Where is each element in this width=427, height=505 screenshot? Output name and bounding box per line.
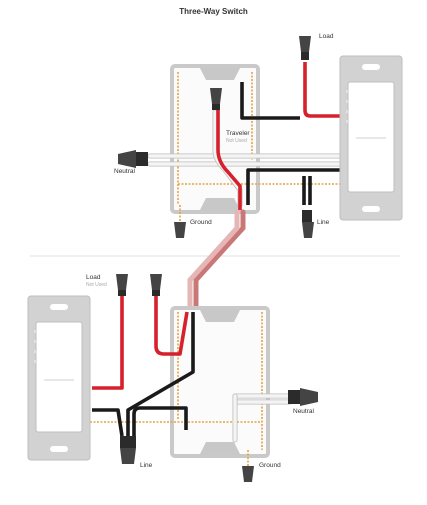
- bottom-wire-nuts: [116, 274, 318, 482]
- top-neutral-wires: [147, 109, 343, 208]
- top-black-wires: [240, 82, 342, 205]
- load-wire-nut-bottom: [116, 274, 128, 290]
- bottom-line-label: Line: [140, 462, 153, 469]
- line-wire-nut-bottom: [120, 448, 136, 464]
- bottom-switch: [27, 295, 91, 461]
- bottom-ground-label: Ground: [259, 462, 281, 469]
- top-red-wires: [216, 62, 342, 210]
- top-line-label: Line: [317, 219, 330, 226]
- bottom-load-note: Not Used: [86, 282, 107, 288]
- top-ground-wires: [177, 72, 340, 225]
- top-load-label: Load: [319, 33, 334, 40]
- traveler-wire-nut: [210, 88, 222, 104]
- top-ground-label: Ground: [190, 219, 212, 226]
- ground-wire-nut-top: [174, 222, 186, 238]
- bottom-black-wires: [92, 312, 195, 437]
- diagram-title: Three-Way Switch: [179, 7, 248, 16]
- ground-wire-nut-bottom: [242, 466, 254, 482]
- line-wire-nut-top: [302, 222, 314, 238]
- neutral-wire-nut-bottom: [300, 388, 318, 406]
- bottom-neutral-label: Neutral: [293, 408, 314, 415]
- bottom-load-label: Load: [86, 274, 101, 281]
- top-traveler-note: Not Used: [226, 138, 247, 144]
- load-wire-nut: [299, 36, 311, 52]
- bottom-neutral-wires: [232, 393, 293, 443]
- neutral-wire-nut: [118, 150, 136, 168]
- bottom-junction-box: [170, 306, 270, 458]
- traveler-wire-nut-bottom: [150, 274, 162, 290]
- top-switch: [339, 55, 403, 221]
- top-wire-nuts: [118, 36, 314, 238]
- top-neutral-label: Neutral: [114, 168, 135, 175]
- traveler-cable: [187, 209, 246, 313]
- top-traveler-label: Traveler: [226, 130, 250, 137]
- bottom-red-wires: [92, 296, 189, 390]
